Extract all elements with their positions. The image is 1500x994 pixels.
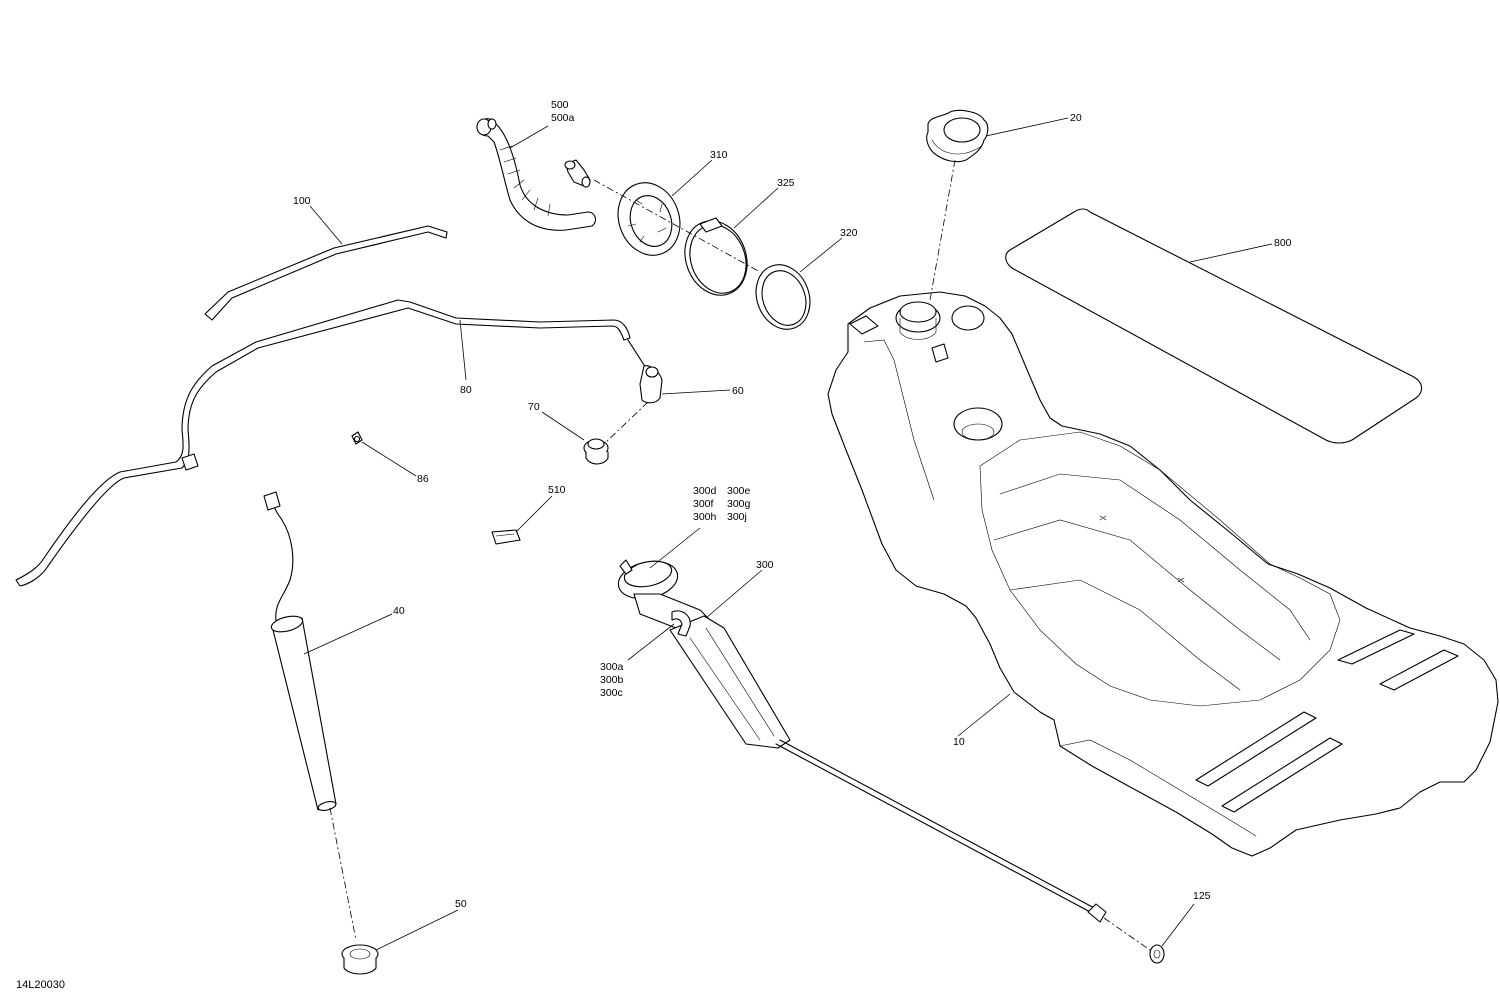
part-86-clip — [351, 431, 363, 445]
callout-500a: 500a — [551, 112, 575, 124]
callout-50: 50 — [455, 898, 467, 910]
callout-325: 325 — [777, 177, 795, 189]
callout-70: 70 — [528, 401, 540, 413]
part-500-vent-hose — [476, 118, 597, 231]
part-500-vent-valve — [564, 159, 591, 188]
callout-510: 510 — [548, 484, 566, 496]
leader-lines — [303, 117, 1273, 951]
part-20-fuel-cap — [926, 109, 989, 163]
connector-axis-line — [603, 401, 649, 445]
part-800-pad — [1005, 208, 1423, 444]
part-300-fuel-pump-module — [617, 559, 1107, 923]
callout-300: 300 — [756, 559, 774, 571]
callout-300g: 300g — [727, 498, 751, 510]
part-325-clamp — [684, 217, 748, 296]
callout-labels: 500 500a 310 325 320 20 800 100 80 60 70… — [293, 99, 1292, 910]
part-125-washer — [1149, 944, 1165, 964]
callout-310: 310 — [710, 149, 728, 161]
callout-300h: 300h — [693, 511, 717, 523]
part-100-vent-line — [204, 225, 448, 321]
callout-10: 10 — [953, 736, 965, 748]
callout-300f: 300f — [693, 498, 714, 510]
callout-125: 125 — [1193, 890, 1211, 902]
cap-axis-line — [929, 159, 956, 301]
sender-axis-line — [329, 807, 357, 941]
callout-300a: 300a — [600, 661, 624, 673]
drawing-reference-number: 14L20030 — [16, 979, 65, 991]
callout-300j: 300j — [727, 511, 747, 523]
part-510-clip — [491, 529, 521, 545]
part-10-fuel-tank — [827, 291, 1499, 857]
callout-40: 40 — [393, 605, 405, 617]
part-60-quick-connector — [627, 339, 663, 404]
pump-axis-line — [1103, 917, 1151, 951]
part-320-o-ring — [755, 264, 811, 330]
callout-300b: 300b — [600, 674, 624, 686]
callout-300c: 300c — [600, 687, 623, 699]
part-70-grommet — [583, 438, 609, 465]
callout-300e: 300e — [727, 485, 751, 497]
callout-320: 320 — [840, 227, 858, 239]
callout-100: 100 — [293, 195, 311, 207]
callout-80: 80 — [460, 384, 472, 396]
assembly-axis-line — [593, 179, 761, 273]
callout-86: 86 — [417, 473, 429, 485]
part-50-plug — [341, 944, 379, 975]
callout-300d: 300d — [693, 485, 717, 497]
callout-20: 20 — [1070, 112, 1082, 124]
callout-500: 500 — [551, 99, 569, 111]
part-40-level-sender — [263, 491, 337, 812]
part-310-lock-ring — [617, 182, 681, 256]
callout-60: 60 — [732, 385, 744, 397]
callout-800: 800 — [1274, 237, 1292, 249]
part-80-fuel-line — [15, 299, 631, 587]
